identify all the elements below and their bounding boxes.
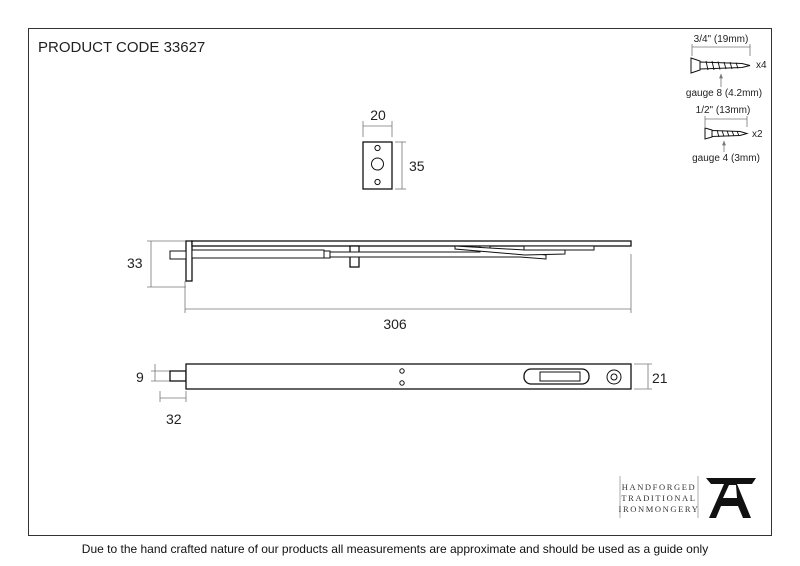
keep-bolt-hole <box>371 157 384 171</box>
overall-length-label: 306 <box>383 316 407 332</box>
keep-screw-hole-top <box>374 144 381 152</box>
screw-2-length: 1/2" (13mm) <box>696 105 751 116</box>
footer-disclaimer: Due to the hand crafted nature of our pr… <box>82 542 708 556</box>
brand-logo: HANDFORGED TRADITIONAL IRONMONGERY <box>619 476 756 518</box>
small-screw-icon <box>704 127 749 140</box>
keep-plate: 20 35 <box>362 107 425 190</box>
face-plate-side <box>191 240 632 247</box>
screw-2-gauge: gauge 4 (3mm) <box>692 153 760 164</box>
plate-screw-hole-2 <box>399 380 405 386</box>
keep-screw-hole-bottom <box>374 178 381 186</box>
slot-window <box>539 371 581 382</box>
plate-screw-hole-1 <box>399 368 405 374</box>
plate-width-label: 21 <box>652 370 668 386</box>
lever-housing <box>523 245 595 251</box>
plate-end-hole-inner <box>610 373 618 381</box>
anvil-a-icon <box>706 478 756 518</box>
sheet-border <box>28 28 772 536</box>
screw-1-quantity: x4 <box>756 60 767 71</box>
countersunk-screw-icon <box>690 57 751 74</box>
bolt-rod-collar <box>323 250 331 259</box>
screw-spec-1: 3/4" (19mm) x4 gauge 8 (4.2mm) <box>686 34 767 99</box>
product-code: PRODUCT CODE 33627 <box>38 39 205 56</box>
screw-spec-2: 1/2" (13mm) x2 gauge 4 (3mm) <box>692 105 763 164</box>
screw-1-gauge: gauge 8 (4.2mm) <box>686 88 762 99</box>
bolt-knob <box>185 240 193 282</box>
bolt-width-label: 9 <box>136 369 144 385</box>
keep-width-label: 20 <box>370 107 386 123</box>
side-height-label: 33 <box>127 255 143 271</box>
bolt-projection-label: 32 <box>166 411 182 427</box>
screw-1-length: 3/4" (19mm) <box>694 34 749 45</box>
brand-line-3: IRONMONGERY <box>619 504 700 514</box>
bolt-front-view: 9 32 21 <box>136 363 668 427</box>
brand-line-1: HANDFORGED <box>622 482 697 492</box>
bolt-shoot-front <box>169 370 187 382</box>
brand-line-2: TRADITIONAL <box>621 493 696 503</box>
bolt-rod-side <box>191 249 325 259</box>
bolt-shoot-end <box>169 250 187 260</box>
bolt-side-view: 33 306 <box>127 240 632 332</box>
screw-2-quantity: x2 <box>752 129 763 140</box>
keep-height-label: 35 <box>409 158 425 174</box>
